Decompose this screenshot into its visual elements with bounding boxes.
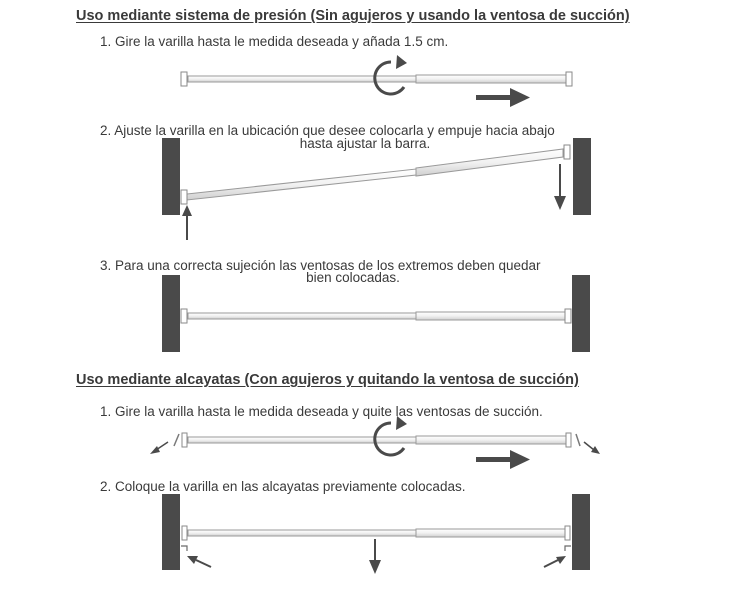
section1-step2-text-line2: hasta ajustar la barra.	[299, 136, 431, 151]
end-cap-left	[180, 308, 188, 324]
section1-step2-text-line1: 2. Ajuste la varilla en la ubicación que…	[100, 123, 555, 138]
rod-tube-thin	[187, 436, 417, 444]
end-cap-left	[181, 525, 188, 541]
rod-tube-thick	[415, 74, 567, 84]
end-cap-right	[563, 144, 571, 160]
arrow-down-icon	[369, 539, 381, 574]
wall-right	[572, 494, 590, 570]
section1-heading: Uso mediante sistema de presión (Sin agu…	[76, 8, 630, 24]
end-cap-right	[564, 308, 572, 324]
rod-tube-thick	[415, 311, 566, 321]
rod-section2-step1	[181, 432, 572, 448]
rod-step2-tilted	[180, 144, 571, 205]
rotate-clockwise-icon	[373, 55, 407, 96]
rod-step3	[180, 308, 572, 324]
rod-tube-thick	[415, 435, 567, 445]
end-cap-right	[564, 525, 571, 541]
suction-cup-right-removed-icon	[575, 433, 600, 454]
hook-left-icon	[181, 545, 188, 551]
rod-tube-thin	[187, 312, 417, 320]
section1-step3-text-line2: bien colocadas.	[306, 270, 400, 285]
rotate-clockwise-icon	[373, 416, 407, 457]
rod-tube-thin	[187, 75, 417, 83]
end-cap-left	[180, 71, 188, 87]
end-cap-right	[565, 71, 573, 87]
wall-left	[162, 138, 180, 215]
arrow-to-hook-left-icon	[187, 556, 212, 568]
arrow-right-icon	[476, 450, 530, 469]
section2-heading: Uso mediante alcayatas (Con agujeros y q…	[76, 372, 579, 388]
end-cap-left	[180, 189, 188, 205]
wall-right	[573, 138, 591, 215]
end-cap-left	[181, 432, 188, 448]
wall-left	[162, 275, 180, 352]
section1-step3-text-line1: 3. Para una correcta sujeción las ventos…	[100, 258, 541, 273]
wall-right	[572, 275, 590, 352]
arrow-down-icon	[554, 164, 566, 210]
hook-right-icon	[564, 545, 571, 551]
section1-step1-text: 1. Gire la varilla hasta le medida desea…	[100, 34, 449, 49]
rod-tube-thin	[187, 529, 417, 537]
arrow-right-icon	[476, 88, 530, 107]
rod-section2-step2	[181, 525, 571, 541]
arrow-up-icon	[182, 205, 192, 240]
section2-step1-text: 1. Gire la varilla hasta le medida desea…	[100, 404, 543, 419]
section2-step2-text: 2. Coloque la varilla en las alcayatas p…	[100, 479, 466, 494]
rod-tube-thick	[415, 148, 564, 177]
arrow-to-hook-right-icon	[543, 556, 566, 568]
suction-cup-left-removed-icon	[150, 433, 180, 454]
wall-left	[162, 494, 180, 570]
rod-tube-thin	[186, 168, 417, 201]
end-cap-right	[565, 432, 572, 448]
rod-tube-thick	[415, 528, 566, 538]
rod-step1	[180, 71, 573, 87]
